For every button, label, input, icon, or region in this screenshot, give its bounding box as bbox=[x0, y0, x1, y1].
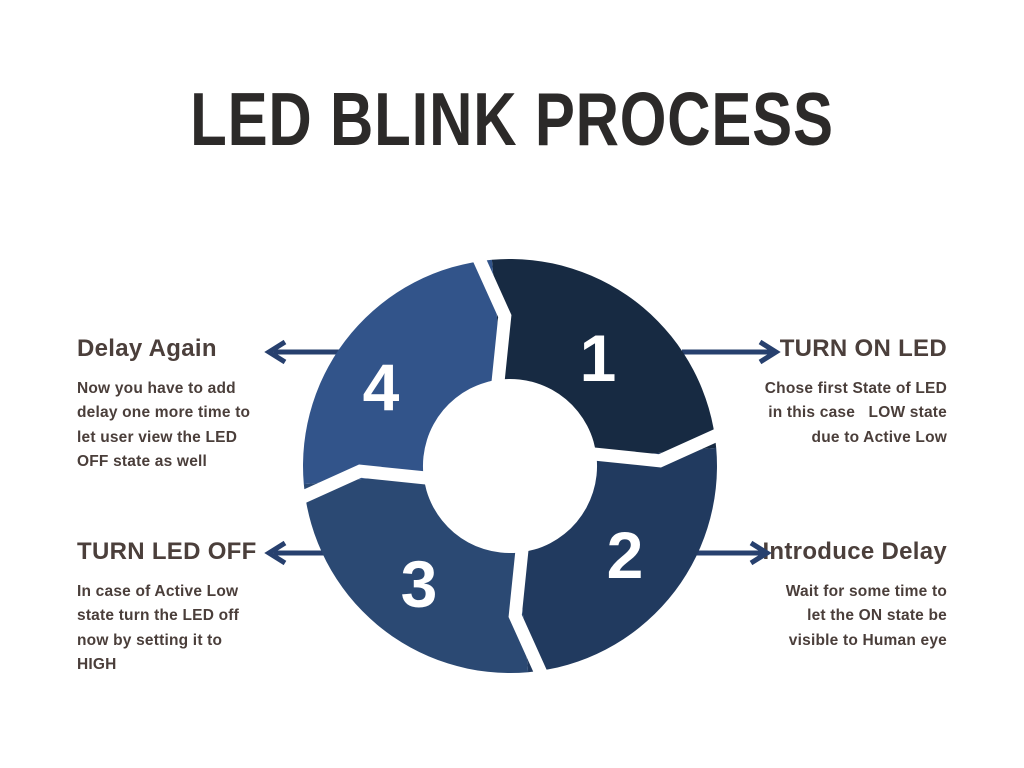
segment-4-shape bbox=[303, 259, 503, 485]
step-1-turn-on-led: TURN ON LED Chose first State of LED in … bbox=[732, 336, 947, 450]
segment-4-number: 4 bbox=[363, 350, 400, 424]
step-4-delay-again: Delay Again Now you have to add delay on… bbox=[77, 336, 292, 474]
step-1-description: Chose first State of LED in this case LO… bbox=[764, 380, 947, 446]
step-3-description: In case of Active Low state turn the LED… bbox=[77, 583, 239, 673]
divider-right bbox=[588, 426, 726, 468]
divider-bottom bbox=[508, 544, 550, 682]
step-1-heading: TURN ON LED bbox=[779, 335, 947, 362]
segment-3-number: 3 bbox=[401, 547, 438, 621]
step-2-introduce-delay: Introduce Delay Wait for some time to le… bbox=[732, 539, 947, 653]
segment-3-shape bbox=[303, 473, 529, 673]
step-2-heading: Introduce Delay bbox=[762, 538, 947, 565]
page-title: LED BLINK PROCESS bbox=[190, 77, 834, 161]
step-3-turn-led-off: TURN LED OFF In case of Active Low state… bbox=[77, 539, 292, 677]
segment-1-number: 1 bbox=[580, 321, 617, 395]
divider-left bbox=[294, 464, 432, 506]
step-4-description: Now you have to add delay one more time … bbox=[77, 380, 251, 470]
divider-top bbox=[470, 250, 512, 388]
step-3-heading: TURN LED OFF bbox=[77, 538, 257, 565]
segment-2-shape bbox=[517, 447, 717, 673]
step-2-description: Wait for some time to let the ON state b… bbox=[785, 583, 947, 649]
segment-2-number: 2 bbox=[607, 518, 644, 592]
step-4-heading: Delay Again bbox=[77, 335, 217, 362]
segment-1-shape bbox=[491, 259, 717, 459]
